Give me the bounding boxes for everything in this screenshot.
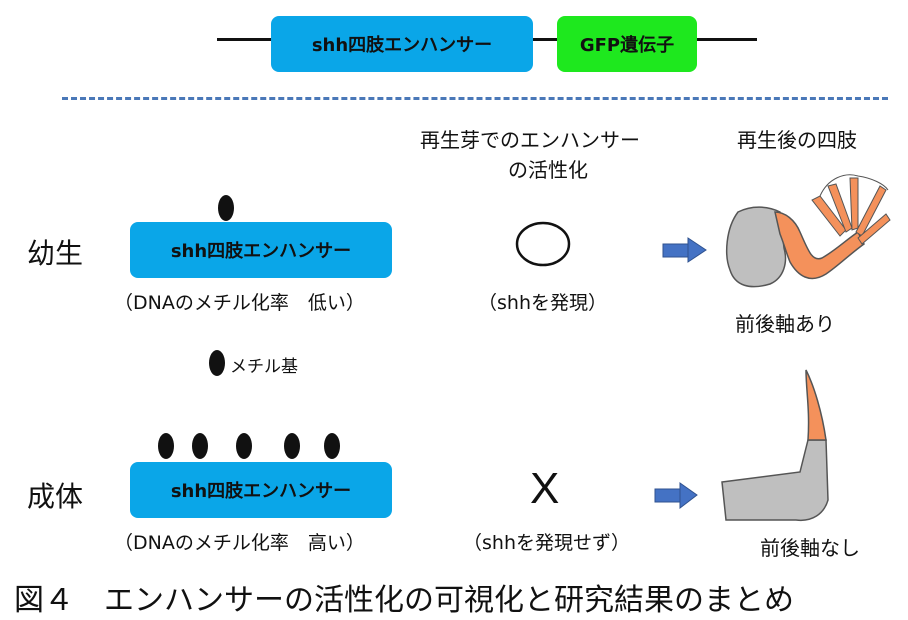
methyl-legend-label: メチル基 xyxy=(230,357,298,377)
construct-line-right xyxy=(697,38,757,41)
header-activation-line1: 再生芽でのエンハンサー xyxy=(420,128,640,152)
methyl-dot xyxy=(158,433,174,459)
header-activation-line2: の活性化 xyxy=(508,158,588,182)
methyl-dot xyxy=(284,433,300,459)
adult-axis: 前後軸なし xyxy=(760,536,860,560)
header-limb: 再生後の四肢 xyxy=(737,128,857,152)
methyl-dot xyxy=(324,433,340,459)
methyl-dot xyxy=(218,195,234,221)
construct-line-mid xyxy=(533,38,559,41)
section-divider xyxy=(62,97,888,100)
juvenile-result-symbol: ○ xyxy=(528,222,529,223)
methyl-dot xyxy=(192,433,208,459)
adult-expression: （shhを発現せず） xyxy=(463,532,630,554)
construct-line-left xyxy=(217,38,273,41)
stage-juvenile: 幼生 xyxy=(27,237,84,270)
juvenile-result-circle xyxy=(515,221,571,267)
juvenile-methylation-note: （DNAのメチル化率 低い） xyxy=(114,292,365,314)
juvenile-axis: 前後軸あり xyxy=(735,312,835,336)
adult-limb-image xyxy=(721,369,829,522)
juvenile-expression: （shhを発現） xyxy=(478,292,607,314)
construct-enhancer-box: shh四肢エンハンサー xyxy=(271,16,533,72)
methyl-legend-dot xyxy=(209,350,225,376)
stage-adult: 成体 xyxy=(27,480,84,513)
methyl-dot xyxy=(236,433,252,459)
juvenile-enhancer-box: shh四肢エンハンサー xyxy=(130,222,392,278)
adult-methylation-note: （DNAのメチル化率 高い） xyxy=(114,532,365,554)
adult-result-symbol: X xyxy=(530,464,560,513)
figure-caption: 図４ エンハンサーの活性化の可視化と研究結果のまとめ xyxy=(14,583,794,618)
juvenile-limb-image xyxy=(725,174,891,288)
arrow-right-icon xyxy=(662,237,707,263)
construct-gfp-box: GFP遺伝子 xyxy=(557,16,697,72)
arrow-right-icon xyxy=(654,482,698,510)
adult-enhancer-box: shh四肢エンハンサー xyxy=(130,462,392,518)
